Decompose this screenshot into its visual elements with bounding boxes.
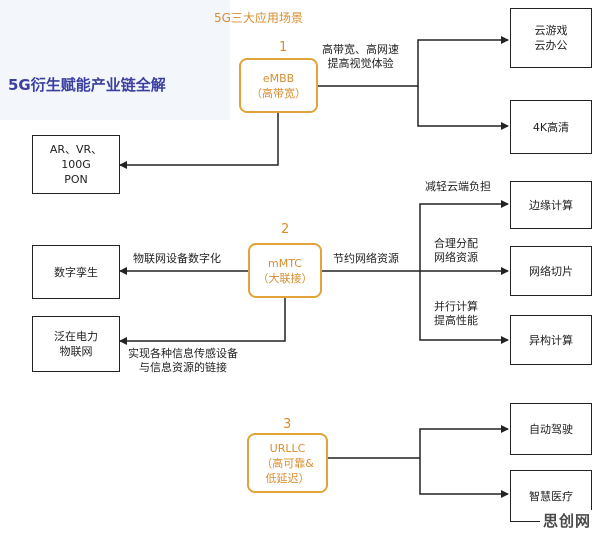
scenario-number-3: 3 <box>283 417 292 432</box>
scenario-embb: eMBB （高带宽） <box>239 58 318 113</box>
box-ar-vr-pon: AR、VR、 100G PON <box>32 135 120 194</box>
label-embb-right: 高带宽、高网速 提高视觉体验 <box>322 43 399 70</box>
watermark-logo: 思创网 <box>539 510 594 531</box>
label-slice: 合理分配 网络资源 <box>434 237 478 264</box>
label-hetero: 并行计算 提高性能 <box>434 300 478 327</box>
mmtc-to-hetero-line <box>419 271 509 344</box>
box-power-iot: 泛在电力 物联网 <box>32 316 120 372</box>
diagram-header: 5G三大应用场景 <box>214 11 303 25</box>
box-cloud-gaming: 云游戏 云办公 <box>510 8 592 68</box>
box-network-slicing: 网络切片 <box>510 246 592 296</box>
scenario-urllc: URLLC （高可靠& 低延迟） <box>247 433 328 493</box>
embb-to-4k-line <box>417 86 509 130</box>
title-background <box>0 0 230 120</box>
label-mmtc-right: 节约网络资源 <box>333 252 399 265</box>
label-mmtc-left-top: 物联网设备数字化 <box>133 252 221 265</box>
mmtc-to-grid-line <box>119 298 286 345</box>
urllc-to-medical-line <box>419 458 509 498</box>
box-edge-computing: 边缘计算 <box>510 181 592 229</box>
box-heterogeneous-computing: 异构计算 <box>510 315 592 365</box>
label-edge: 减轻云端负担 <box>425 180 491 193</box>
box-digital-twin: 数字孪生 <box>32 245 120 299</box>
embb-to-cloud-line <box>318 36 509 87</box>
urllc-to-auto-line <box>419 425 509 458</box>
mmtc-to-edge-line <box>419 200 509 271</box>
box-4k: 4K高清 <box>510 100 592 154</box>
scenario-number-2: 2 <box>281 222 290 237</box>
page-title: 5G衍生赋能产业链全解 <box>8 76 166 94</box>
box-autonomous-driving: 自动驾驶 <box>510 403 592 455</box>
scenario-number-1: 1 <box>279 40 288 55</box>
scenario-mmtc: mMTC （大联接） <box>248 243 322 298</box>
embb-to-ar-line <box>119 113 279 169</box>
label-mmtc-left-bottom: 实现各种信息传感设备 与信息资源的链接 <box>128 347 238 374</box>
